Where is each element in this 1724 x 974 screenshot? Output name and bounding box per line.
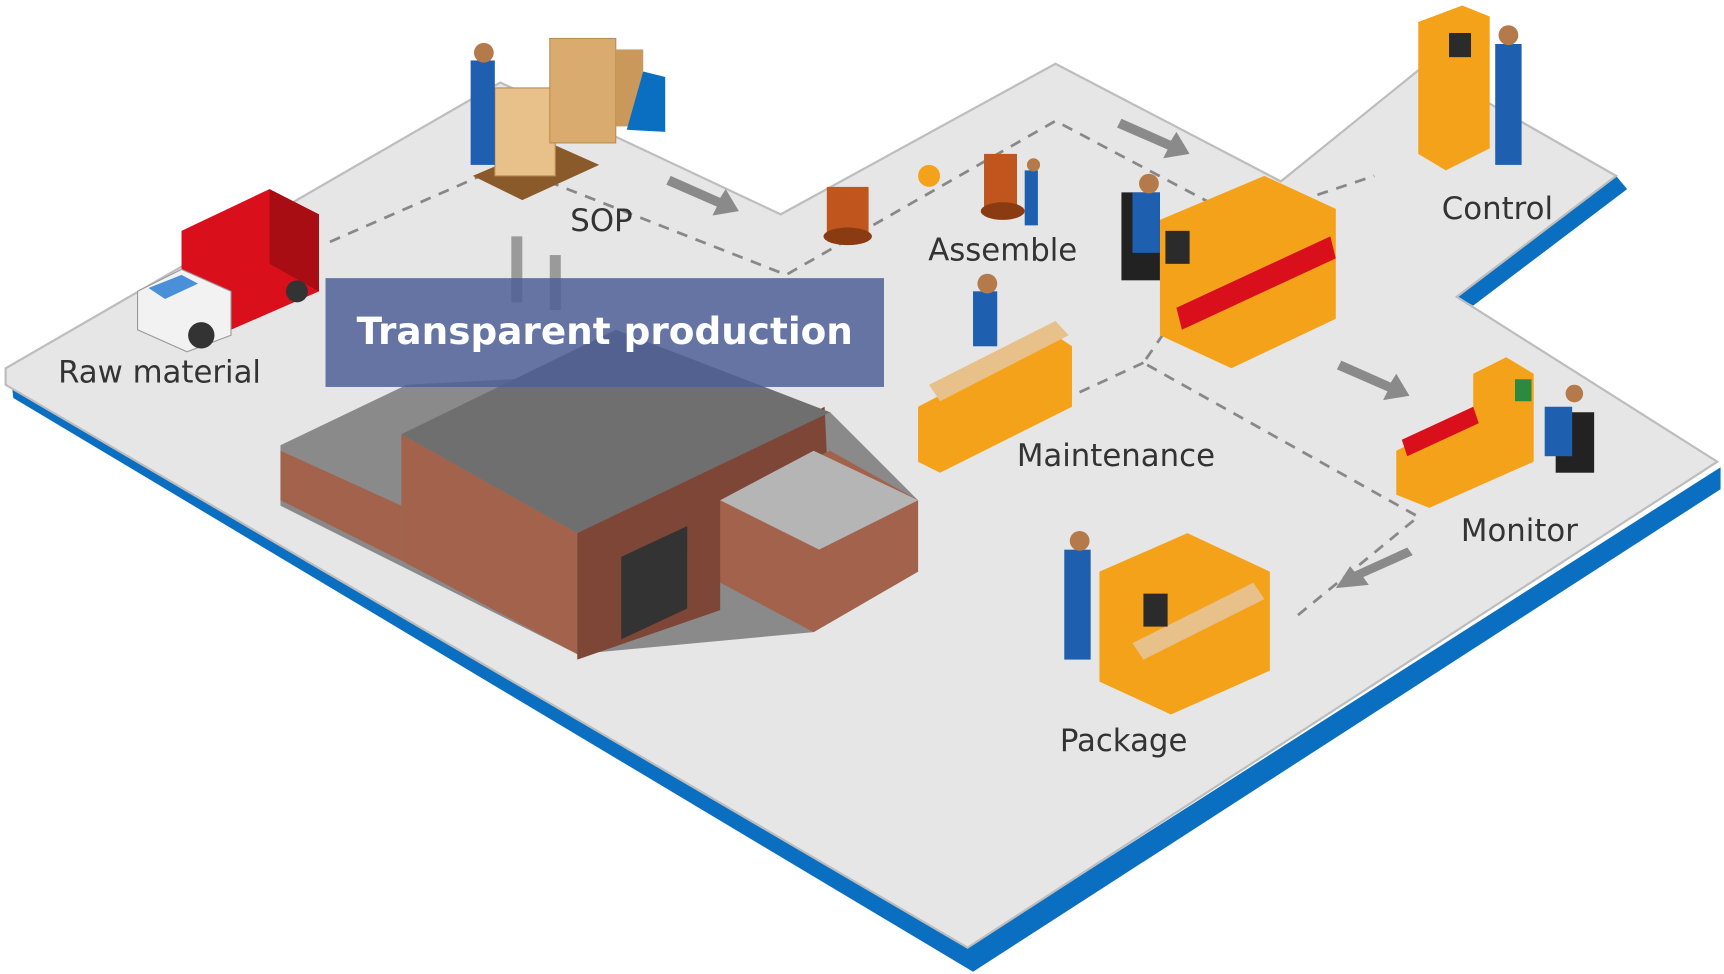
assemble-robots-icon bbox=[823, 153, 1041, 246]
factory-building-icon bbox=[280, 236, 919, 660]
arrow-icon bbox=[1335, 547, 1413, 589]
package-machine-icon bbox=[1064, 530, 1270, 715]
label-monitor: Monitor bbox=[1461, 513, 1578, 549]
label-sop: SOP bbox=[570, 203, 632, 239]
arrow-icon bbox=[1336, 360, 1410, 401]
floor-edge-control bbox=[1456, 175, 1628, 306]
monitor-station-icon bbox=[1396, 357, 1595, 508]
label-package: Package bbox=[1060, 723, 1188, 759]
label-assemble: Assemble bbox=[928, 233, 1077, 269]
label-raw-material: Raw material bbox=[58, 355, 261, 391]
arrow-icon bbox=[666, 175, 739, 216]
control-machine-icon bbox=[1121, 173, 1336, 369]
flow-arrows bbox=[666, 118, 1413, 589]
sop-boxes-icon bbox=[470, 37, 666, 201]
truck-icon bbox=[136, 189, 319, 353]
control-station-icon bbox=[1418, 5, 1522, 171]
title-banner bbox=[325, 278, 884, 387]
banner-title: Transparent production bbox=[357, 309, 853, 353]
label-maintenance: Maintenance bbox=[1017, 438, 1215, 474]
label-control: Control bbox=[1442, 191, 1553, 227]
maintenance-conveyor-icon bbox=[918, 273, 1072, 473]
arrow-icon bbox=[1117, 118, 1190, 159]
